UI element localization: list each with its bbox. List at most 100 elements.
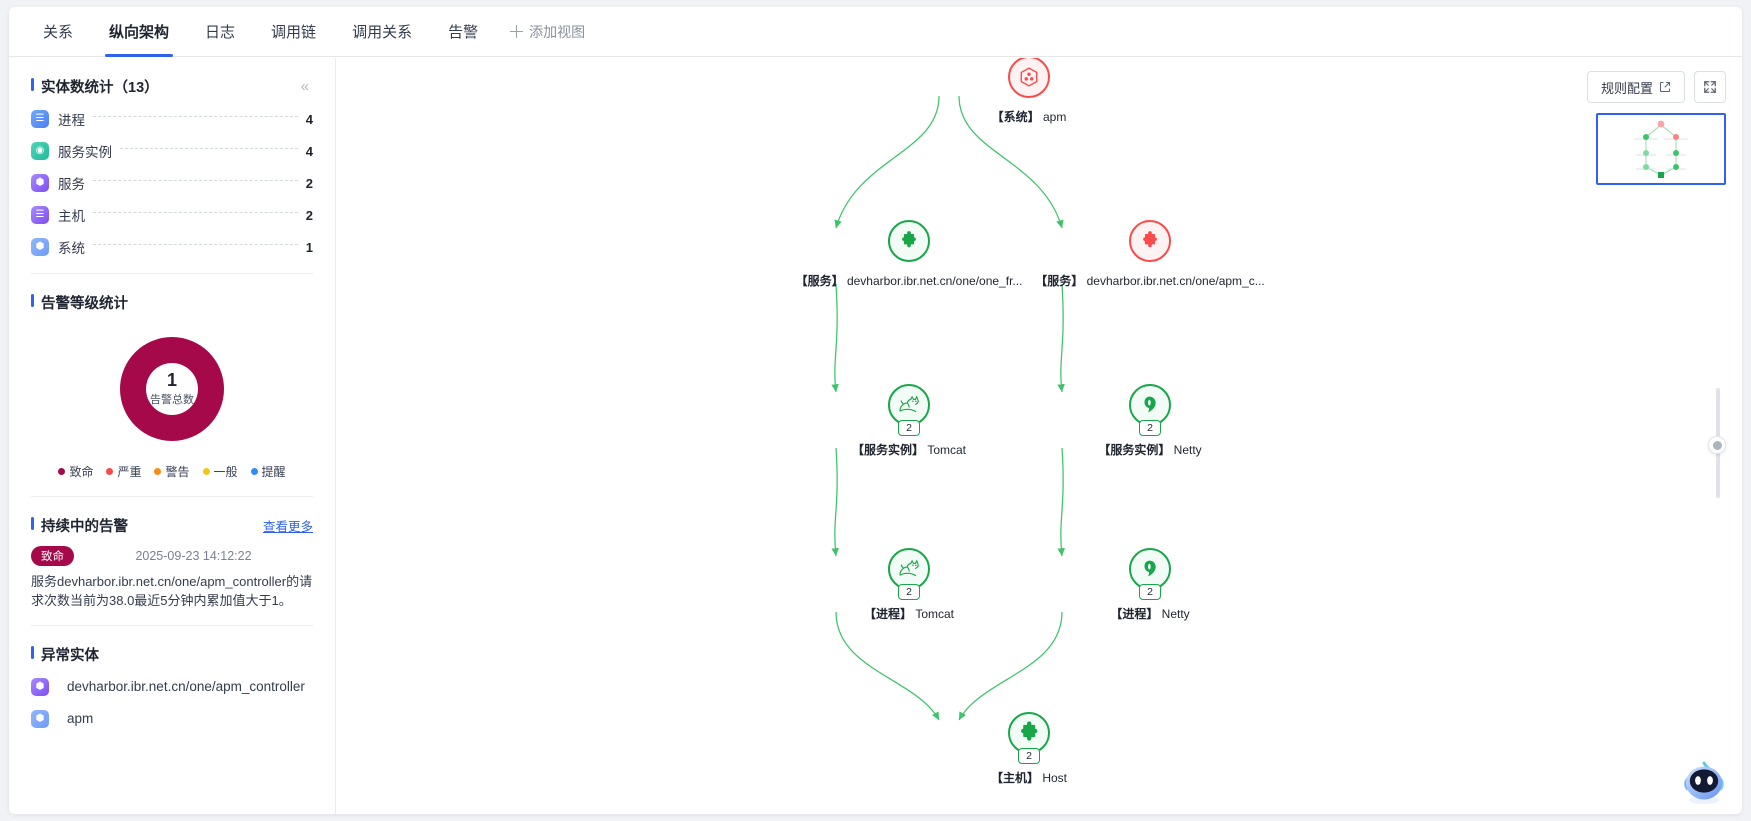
legend-color-dot — [250, 468, 258, 475]
tab-logs[interactable]: 日志 — [187, 7, 253, 57]
tab-vertical-architecture[interactable]: 纵向架构 — [91, 7, 187, 57]
minimap[interactable] — [1596, 113, 1726, 185]
donut-ring[interactable]: 1 告警总数 — [120, 337, 224, 441]
alert-item[interactable]: 致命 2025-09-23 14:12:22 服务devharbor.ibr.n… — [31, 546, 313, 611]
entity-stats-header: 实体数统计（13） « — [31, 76, 313, 97]
node-count-badge[interactable]: 2 — [1139, 584, 1161, 600]
tomcat-cat-icon — [899, 559, 919, 577]
view-tabbar: 关系 纵向架构 日志 调用链 调用关系 告警 添加视图 — [9, 7, 1742, 57]
service-icon: ⬢ — [31, 677, 49, 696]
entity-stat-system[interactable]: ⬢ 系统 1 — [31, 231, 313, 263]
abnormal-entity-item[interactable]: ⬢ devharbor.ibr.net.cn/one/apm_controlle… — [31, 671, 313, 703]
chevron-double-left-icon[interactable]: « — [300, 78, 309, 95]
legend-item-fatal[interactable]: 致命 — [58, 463, 93, 480]
tab-label: 日志 — [205, 24, 236, 41]
graph-node-service-one-fr[interactable]: 【服务】 devharbor.ibr.net.cn/one/one_fr... — [796, 220, 1022, 288]
tab-trace[interactable]: 调用链 — [253, 7, 334, 57]
alert-level-legend: 致命 严重 警告 一般 提醒 — [31, 463, 313, 480]
tomcat-cat-icon — [899, 395, 919, 413]
node-circle[interactable] — [1008, 58, 1050, 98]
node-count-badge[interactable]: 2 — [1139, 420, 1161, 436]
edge-pr-tomcat-to-host — [835, 611, 940, 721]
rule-config-button[interactable]: 规则配置 — [1586, 71, 1685, 103]
external-link-icon — [1660, 82, 1670, 92]
node-name-label: Host — [1042, 771, 1068, 785]
node-type-label: 【主机】 — [990, 771, 1039, 785]
legend-item-critical[interactable]: 严重 — [106, 463, 141, 480]
add-view-button[interactable]: 添加视图 — [496, 7, 599, 57]
dotted-leader — [93, 243, 298, 245]
node-circle[interactable] — [888, 220, 930, 262]
alert-level-donut-chart: 1 告警总数 — [31, 321, 313, 457]
graph-node-service-instance-netty[interactable]: 2 【服务实例】 Netty — [1098, 384, 1202, 457]
node-label: 【服务】 devharbor.ibr.net.cn/one/apm_c... — [1035, 272, 1264, 289]
entity-stat-label: 主机 — [58, 209, 85, 224]
entity-stat-label: 服务实例 — [58, 145, 112, 160]
tab-label: 调用关系 — [352, 24, 413, 41]
fullscreen-button[interactable] — [1694, 71, 1726, 103]
entity-stat-label: 系统 — [58, 241, 85, 256]
left-sidebar: 实体数统计（13） « ☰ 进程 4 ◉ 服务实例 4 ⬢ — [9, 58, 336, 814]
node-count-badge[interactable]: 2 — [898, 584, 920, 600]
edge-svc-apm-to-si-netty — [1057, 283, 1065, 393]
netty-bird-icon — [1144, 396, 1156, 413]
entity-stat-host[interactable]: ☰ 主机 2 — [31, 199, 313, 231]
donut-center: 1 告警总数 — [146, 363, 198, 415]
node-name-label: Tomcat — [915, 607, 955, 621]
legend-item-notice[interactable]: 提醒 — [250, 463, 286, 480]
graph-node-system-apm[interactable]: 【系统】 apm — [992, 58, 1066, 124]
host-icon: ☰ — [31, 206, 49, 224]
tab-call-relations[interactable]: 调用关系 — [334, 7, 430, 57]
tab-alerts[interactable]: 告警 — [430, 7, 496, 57]
alert-description: 服务devharbor.ibr.net.cn/one/apm_controlle… — [31, 574, 313, 608]
puzzle-outline-icon — [1143, 231, 1157, 248]
legend-color-dot — [106, 468, 114, 475]
entity-stat-service-instance[interactable]: ◉ 服务实例 4 — [31, 135, 313, 167]
node-type-label: 【服务实例】 — [1098, 443, 1171, 457]
legend-item-general[interactable]: 一般 — [202, 463, 238, 480]
system-icon: ⬢ — [31, 238, 49, 256]
legend-label: 提醒 — [261, 465, 286, 479]
graph-node-service-apm-c[interactable]: 【服务】 devharbor.ibr.net.cn/one/apm_c... — [1035, 220, 1265, 288]
abnormal-entities-title: 异常实体 — [31, 644, 99, 665]
zoom-slider[interactable] — [1708, 388, 1726, 498]
tab-relations[interactable]: 关系 — [25, 7, 91, 57]
service-instance-icon: ◉ — [31, 142, 49, 160]
entity-stat-service[interactable]: ⬢ 服务 2 — [31, 167, 313, 199]
graph-node-process-netty[interactable]: 2 【进程】 Netty — [1110, 548, 1190, 621]
node-count-badge[interactable]: 2 — [898, 420, 920, 436]
minimap-preview — [1634, 120, 1688, 178]
graph-edges — [831, 95, 1065, 721]
alert-total-value: 1 — [166, 370, 177, 391]
graph-node-host[interactable]: 2 【主机】 Host — [991, 712, 1067, 785]
tab-label: 关系 — [43, 24, 74, 41]
plus-icon — [510, 25, 524, 38]
graph-node-service-instance-tomcat[interactable]: 2 【服务实例】 Tomcat — [852, 384, 966, 457]
view-more-link[interactable]: 查看更多 — [262, 520, 313, 534]
node-circle[interactable] — [1008, 712, 1050, 754]
node-label: 【服务实例】 Tomcat — [852, 441, 966, 458]
tab-label: 调用链 — [271, 24, 317, 41]
puzzle-solid-icon — [1020, 721, 1038, 741]
legend-color-dot — [202, 468, 210, 475]
main-panel: 关系 纵向架构 日志 调用链 调用关系 告警 添加视图 实体数统计（13） « … — [9, 7, 1742, 814]
entity-stat-label: 进程 — [58, 113, 85, 128]
graph-canvas[interactable]: 规则配置 — [336, 58, 1742, 814]
process-icon: ☰ — [31, 110, 49, 128]
graph-node-process-tomcat[interactable]: 2 【进程】 Tomcat — [864, 548, 954, 621]
node-circle[interactable] — [1129, 220, 1171, 262]
node-count-badge[interactable]: 2 — [1018, 748, 1040, 764]
entity-stat-value: 1 — [305, 239, 313, 255]
abnormal-entity-item[interactable]: ⬢ apm — [31, 703, 313, 735]
node-type-label: 【进程】 — [1110, 607, 1159, 621]
divider — [31, 273, 313, 274]
legend-item-warning[interactable]: 警告 — [154, 463, 190, 480]
node-name-label: devharbor.ibr.net.cn/one/one_fr... — [846, 274, 1023, 288]
entity-stat-value: 2 — [305, 207, 313, 223]
node-label: 【服务实例】 Netty — [1098, 441, 1201, 458]
entity-stat-process[interactable]: ☰ 进程 4 — [31, 103, 313, 135]
rule-config-label: 规则配置 — [1600, 80, 1653, 96]
zoom-slider-handle[interactable] — [1708, 436, 1726, 454]
legend-color-dot — [58, 468, 66, 475]
robot-assistant-icon[interactable] — [1676, 754, 1732, 810]
